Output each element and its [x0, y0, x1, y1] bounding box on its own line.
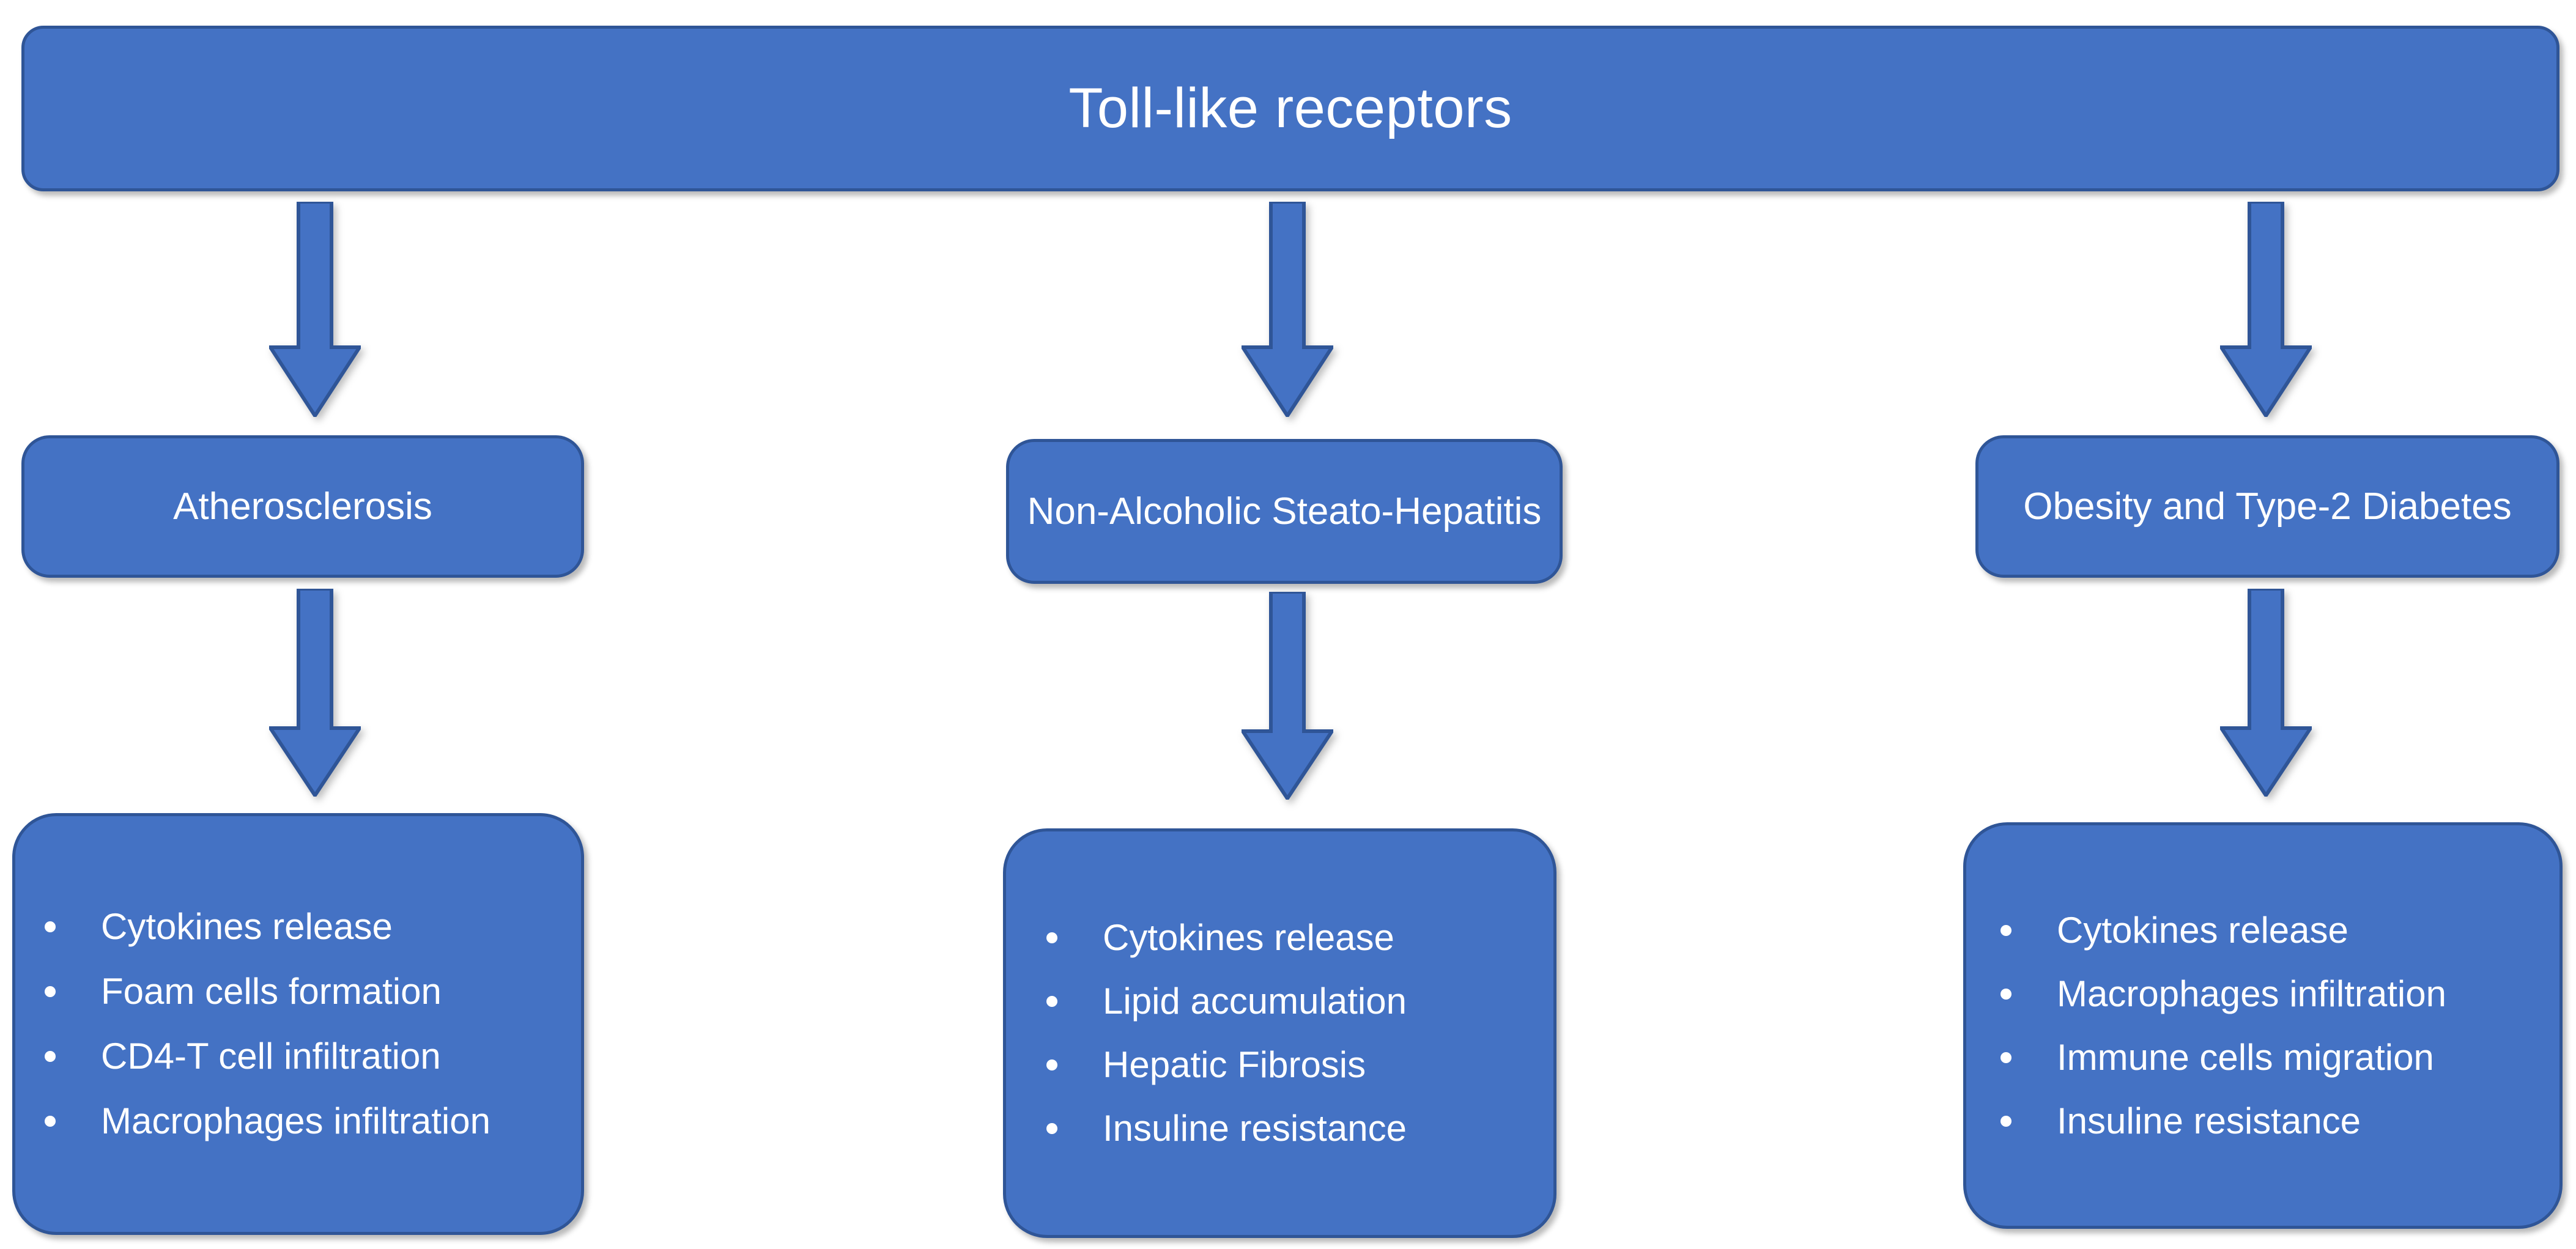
- outcome-list-nash[interactable]: Cytokines release Lipid accumulation Hep…: [1003, 828, 1556, 1238]
- root-node-toll-like-receptors[interactable]: Toll-like receptors: [21, 26, 2559, 191]
- list-item-label: Lipid accumulation: [1103, 981, 1407, 1022]
- bullet-dot-icon: [1046, 1059, 1057, 1070]
- bullet-dot-icon: [2000, 988, 2012, 1000]
- list-item: Macrophages infiltration: [2000, 973, 2559, 1014]
- list-item-label: Macrophages infiltration: [2057, 973, 2447, 1014]
- list-item: Lipid accumulation: [1046, 981, 1553, 1022]
- bullet-dot-icon: [2000, 1052, 2012, 1063]
- bullet-dot-icon: [45, 1116, 56, 1127]
- list-item: Cytokines release: [2000, 910, 2559, 951]
- list-item-label: Cytokines release: [101, 906, 393, 947]
- list-item: Foam cells formation: [45, 971, 581, 1012]
- bullet-dot-icon: [45, 1051, 56, 1062]
- down-arrow-icon-root-to-atherosclerosis: [269, 202, 361, 417]
- bullet-list-nash: Cytokines release Lipid accumulation Hep…: [1006, 894, 1553, 1172]
- down-arrow-icon-atherosclerosis-to-outcomes: [269, 589, 361, 797]
- list-item: Immune cells migration: [2000, 1037, 2559, 1078]
- branch-node-atherosclerosis[interactable]: Atherosclerosis: [21, 435, 584, 578]
- list-item-label: Immune cells migration: [2057, 1036, 2434, 1078]
- bullet-dot-icon: [2000, 1115, 2012, 1127]
- down-arrow-icon-nash-to-outcomes: [1242, 592, 1333, 800]
- list-item-label: Foam cells formation: [101, 971, 442, 1012]
- branch-node-label-obesity: Obesity and Type-2 Diabetes: [2023, 485, 2512, 528]
- list-item-label: Cytokines release: [2057, 909, 2348, 951]
- outcome-list-obesity[interactable]: Cytokines release Macrophages infiltrati…: [1963, 822, 2563, 1229]
- list-item-label: Insuline resistance: [2057, 1100, 2361, 1141]
- bullet-dot-icon: [1046, 996, 1057, 1007]
- root-node-label: Toll-like receptors: [1068, 76, 1512, 139]
- bullet-list-obesity: Cytokines release Macrophages infiltrati…: [1966, 887, 2559, 1165]
- down-arrow-icon-root-to-obesity: [2220, 202, 2312, 417]
- branch-node-nash[interactable]: Non-Alcoholic Steato-Hepatitis: [1006, 439, 1563, 584]
- list-item: Insuline resistance: [2000, 1100, 2559, 1141]
- list-item: Cytokines release: [45, 907, 581, 947]
- list-item-label: Macrophages infiltration: [101, 1100, 491, 1141]
- bullet-dot-icon: [1046, 1123, 1057, 1134]
- branch-node-label-atherosclerosis: Atherosclerosis: [173, 485, 432, 528]
- list-item: Macrophages infiltration: [45, 1101, 581, 1141]
- bullet-dot-icon: [45, 921, 56, 932]
- list-item-label: Cytokines release: [1103, 917, 1394, 958]
- bullet-dot-icon: [45, 986, 56, 997]
- list-item: Cytokines release: [1046, 918, 1553, 958]
- bullet-dot-icon: [1046, 932, 1057, 943]
- bullet-dot-icon: [2000, 924, 2012, 936]
- branch-node-obesity[interactable]: Obesity and Type-2 Diabetes: [1975, 435, 2559, 578]
- outcome-list-atherosclerosis[interactable]: Cytokines release Foam cells formation C…: [12, 813, 584, 1235]
- list-item: Insuline resistance: [1046, 1108, 1553, 1149]
- bullet-list-atherosclerosis: Cytokines release Foam cells formation C…: [15, 882, 581, 1166]
- list-item-label: Hepatic Fibrosis: [1103, 1044, 1366, 1085]
- list-item-label: Insuline resistance: [1103, 1108, 1407, 1149]
- down-arrow-icon-root-to-nash: [1242, 202, 1333, 417]
- branch-node-label-nash: Non-Alcoholic Steato-Hepatitis: [1027, 490, 1542, 532]
- list-item: CD4-T cell infiltration: [45, 1036, 581, 1077]
- list-item: Hepatic Fibrosis: [1046, 1045, 1553, 1085]
- down-arrow-icon-obesity-to-outcomes: [2220, 589, 2312, 797]
- list-item-label: CD4-T cell infiltration: [101, 1036, 441, 1077]
